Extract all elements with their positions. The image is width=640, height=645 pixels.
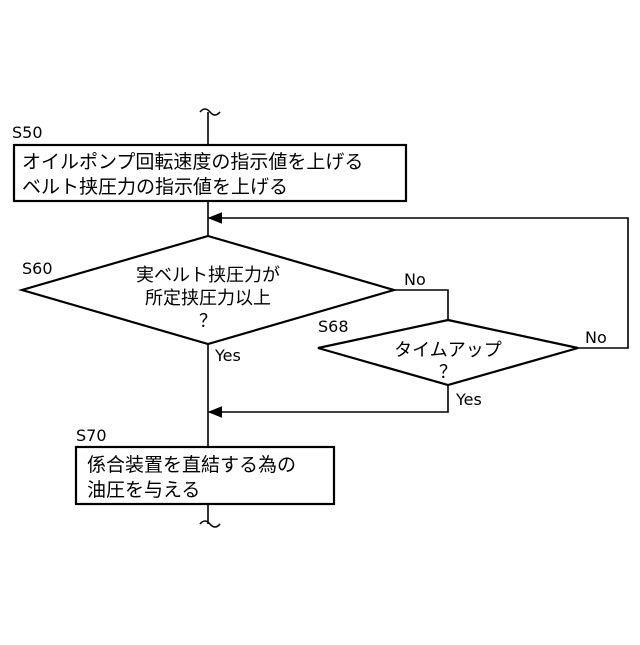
s68-yes-label: Yes xyxy=(455,390,482,409)
s50-text-line-2: ベルト挟圧力の指示値を上げる xyxy=(22,176,288,198)
s70-step-id: S70 xyxy=(76,426,107,445)
s50-text-line-1: オイルポンプ回転速度の指示値を上げる xyxy=(22,151,363,173)
s68-step-id: S68 xyxy=(318,317,349,336)
s60-no-label: No xyxy=(404,270,426,289)
s50-step-id: S50 xyxy=(12,123,43,142)
bottom-break-mark xyxy=(200,521,220,527)
s68-text-line-1: タイムアップ xyxy=(394,340,502,361)
s70-text-line-2: 油圧を与える xyxy=(87,479,200,501)
s60-text-line-2: 所定挟圧力以上 xyxy=(145,288,271,309)
s60-yes-label: Yes xyxy=(214,346,241,365)
s60-step-id: S60 xyxy=(22,259,53,278)
s68-text-line-2: ？ xyxy=(439,362,457,383)
top-break-mark xyxy=(200,109,220,115)
s70-text-line-1: 係合装置を直結する為の xyxy=(87,454,296,476)
s60-text-line-3: ？ xyxy=(199,311,217,332)
s60-no-branch-line xyxy=(394,290,448,320)
s68-no-label: No xyxy=(585,328,607,347)
s68-yes-branch-line xyxy=(209,385,448,412)
s60-text-line-1: 実ベルト挟圧力が xyxy=(136,265,280,286)
